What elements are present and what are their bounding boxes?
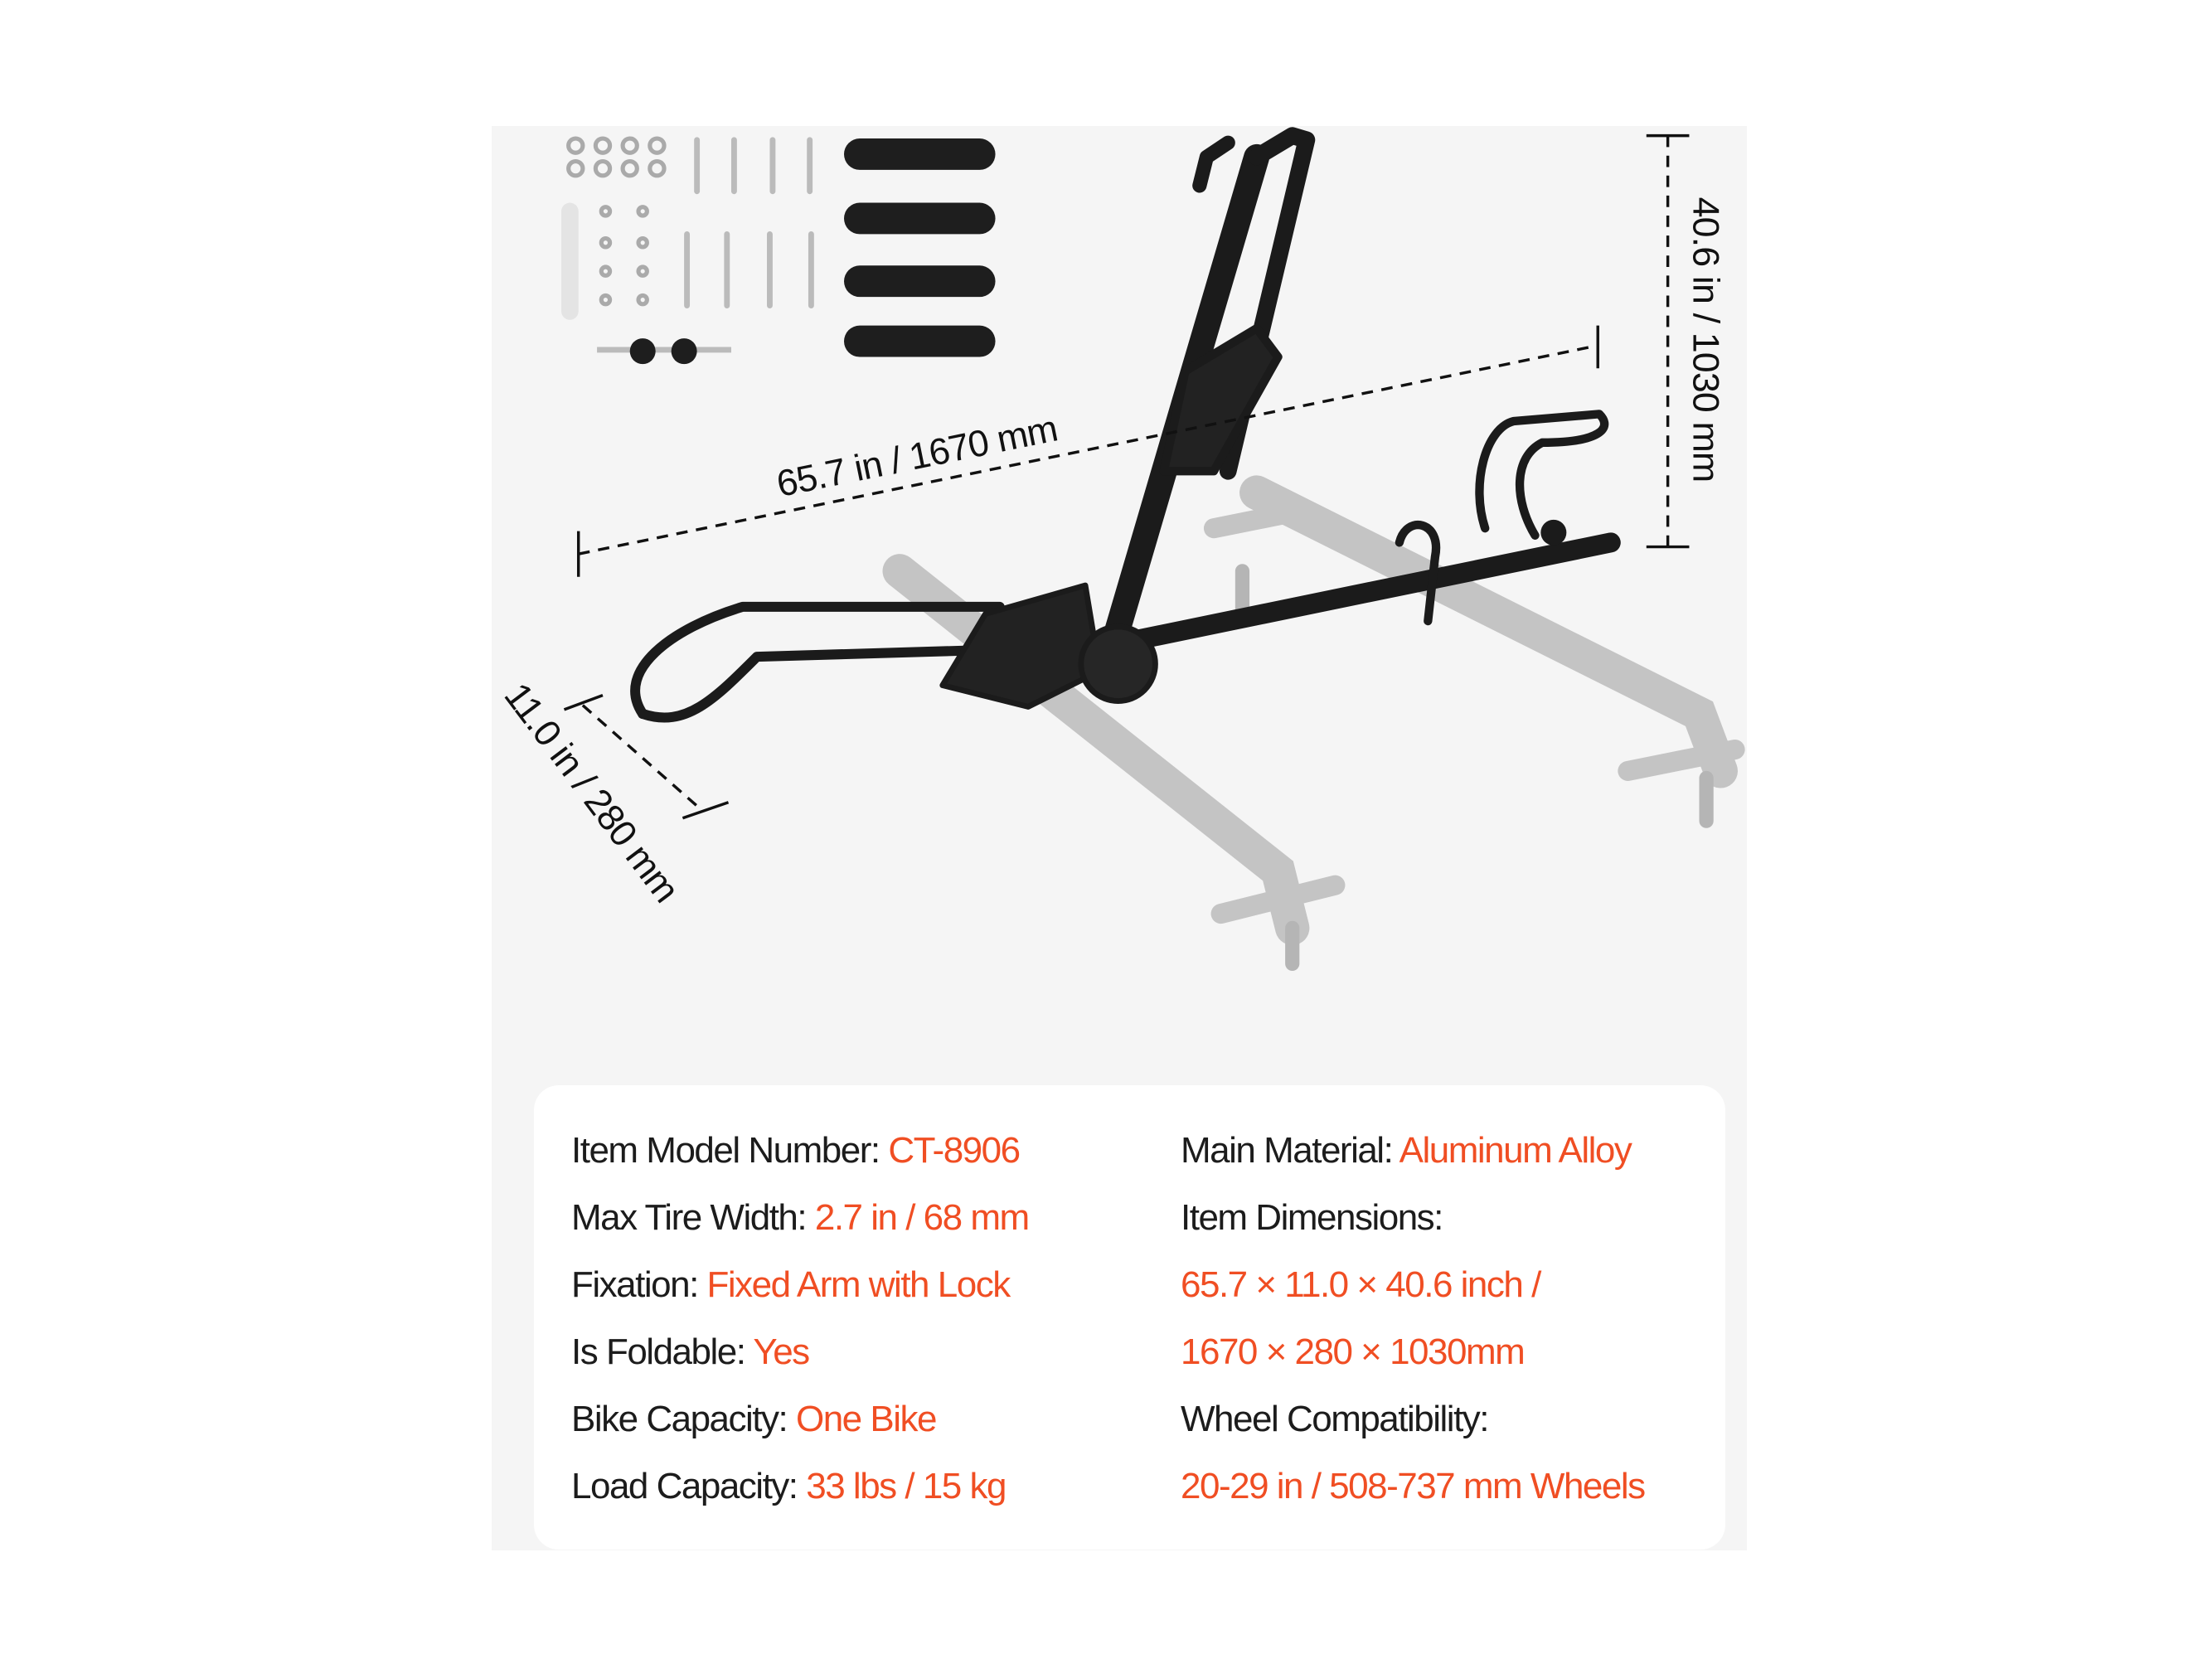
spec-label: Max Tire Width: [571,1197,815,1238]
spec-value: 65.7 × 11.0 × 40.6 inch / [1181,1264,1541,1305]
spec-value: 1670 × 280 × 1030mm [1181,1332,1526,1372]
hardware-kit [561,136,996,365]
spec-label: Load Capacity: [571,1466,807,1506]
spec-label: Main Material: [1181,1130,1399,1171]
spec-main-material: Main Material: Aluminum Alloy [1181,1130,1632,1171]
spec-fixation: Fixation: Fixed Arm with Lock [571,1264,1011,1305]
roof-crossbars [882,475,1745,971]
spec-wheel-compatibility: 20-29 in / 508-737 mm Wheels [1181,1466,1646,1506]
spec-label: Wheel Compatibility: [1181,1399,1490,1439]
spec-value: 2.7 in / 68 mm [814,1197,1030,1238]
spec-label: Is Foldable: [571,1332,754,1372]
spec-dimensions-mm: 1670 × 280 × 1030mm [1181,1332,1526,1372]
spec-value: One Bike [795,1399,937,1439]
spec-foldable: Is Foldable: Yes [571,1332,810,1372]
spec-load-capacity: Load Capacity: 33 lbs / 15 kg [571,1466,1007,1506]
spec-value: CT-8906 [888,1130,1021,1171]
spec-bike-capacity: Bike Capacity: One Bike [571,1399,937,1439]
length-dimension-label: 65.7 in / 1670 mm [774,408,1061,506]
spec-label: Fixation: [571,1264,707,1305]
spec-value: 33 lbs / 15 kg [806,1466,1007,1506]
spec-value: Aluminum Alloy [1399,1130,1632,1171]
dimension-lines [563,133,1690,820]
width-dimension-label: 11.0 in / 280 mm [496,676,686,910]
specifications-card: Item Model Number: CT-8906 Max Tire Widt… [534,1085,1725,1550]
spec-dimensions-inch: 65.7 × 11.0 × 40.6 inch / [1181,1264,1541,1305]
spec-value: Yes [753,1332,810,1372]
spec-wheel-compatibility-label: Wheel Compatibility: [1181,1399,1490,1439]
spec-value: 20-29 in / 508-737 mm Wheels [1181,1466,1646,1506]
bike-rack [630,127,1621,723]
spec-label: Item Dimensions: [1181,1197,1443,1238]
spec-label: Bike Capacity: [571,1399,796,1439]
spec-item-dimensions-label: Item Dimensions: [1181,1200,1443,1236]
spec-model-number: Item Model Number: CT-8906 [571,1130,1021,1171]
spec-value: Fixed Arm with Lock [706,1264,1011,1305]
spec-label: Item Model Number: [571,1130,889,1171]
lock-keys [597,338,731,365]
spec-max-tire-width: Max Tire Width: 2.7 in / 68 mm [571,1197,1030,1238]
height-dimension-label: 40.6 in / 1030 mm [1686,197,1727,483]
